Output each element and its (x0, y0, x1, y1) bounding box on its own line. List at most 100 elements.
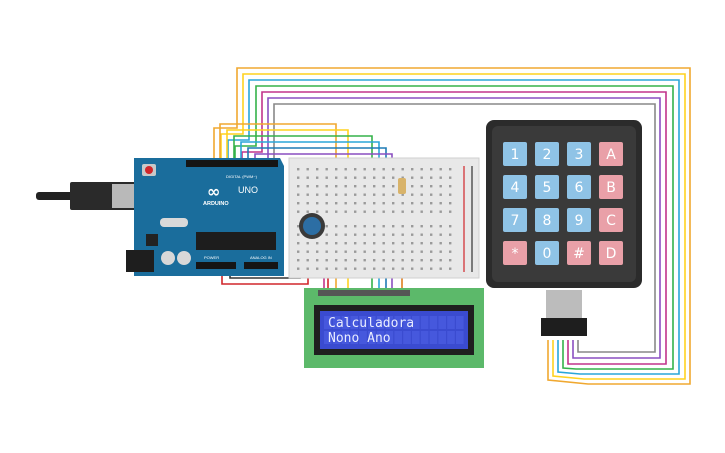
capacitor-1 (161, 251, 175, 265)
lcd-cell (324, 316, 332, 329)
keypad-key-face (535, 241, 559, 265)
breadboard-hole (325, 225, 328, 228)
keypad-key-label: D (606, 246, 617, 262)
breadboard-hole (306, 168, 309, 171)
lcd-cell (350, 331, 358, 344)
lcd-cell (341, 316, 350, 329)
breadboard-hole (297, 202, 300, 205)
keypad-key-9[interactable]: 9 (567, 208, 591, 232)
keypad-key-face (599, 175, 623, 199)
lcd-cell (394, 331, 402, 344)
wire-keypad-6[interactable] (267, 97, 661, 359)
keypad-key-4[interactable]: 4 (503, 175, 527, 199)
keypad-key-C[interactable]: C (599, 208, 623, 232)
keypad-key-label: # (573, 246, 585, 262)
breadboard-hole (420, 259, 423, 262)
breadboard-hole (382, 193, 385, 196)
breadboard-hole (392, 267, 395, 270)
keypad-key-label: 9 (575, 213, 584, 229)
breadboard-hole (325, 259, 328, 262)
keypad-key-2[interactable]: 2 (535, 142, 559, 166)
keypad-key-#[interactable]: # (567, 241, 591, 265)
breadboard-hole (392, 210, 395, 213)
breadboard-hole (363, 259, 366, 262)
keypad-key-face (503, 175, 527, 199)
breadboard-hole (401, 202, 404, 205)
breadboard-hole (420, 250, 423, 253)
breadboard-hole (354, 176, 357, 179)
breadboard-hole (335, 210, 338, 213)
wire-keypad-5[interactable] (241, 91, 667, 365)
breadboard-hole (420, 225, 423, 228)
breadboard-hole (373, 250, 376, 253)
breadboard-hole (382, 267, 385, 270)
wire-keypad-7[interactable] (273, 103, 656, 353)
breadboard-hole (382, 233, 385, 236)
breadboard-hole (420, 267, 423, 270)
keypad-key-D[interactable]: D (599, 241, 623, 265)
breadboard-hole (325, 193, 328, 196)
keypad-key-3[interactable]: 3 (567, 142, 591, 166)
breadboard-hole (373, 193, 376, 196)
lcd-16x2[interactable]: Calculadora Nono Ano (304, 288, 484, 368)
keypad-key-8[interactable]: 8 (535, 208, 559, 232)
breadboard-hole (392, 202, 395, 205)
breadboard-hole (411, 233, 414, 236)
wire-keypad-1[interactable] (213, 67, 691, 385)
keypad-key-face (503, 241, 527, 265)
breadboard-hole (401, 168, 404, 171)
wire-keypad-4[interactable] (234, 85, 674, 370)
breadboard-hole (297, 250, 300, 253)
breadboard-hole (449, 233, 452, 236)
potentiometer-knob[interactable] (303, 217, 321, 235)
keypad-key-0[interactable]: 0 (535, 241, 559, 265)
lcd-cell (412, 316, 420, 329)
breadboard-hole (325, 185, 328, 188)
lcd-cell (385, 331, 394, 344)
lcd-cell (350, 316, 358, 329)
breadboard-hole (449, 267, 452, 270)
keypad-key-7[interactable]: 7 (503, 208, 527, 232)
breadboard-hole (392, 242, 395, 245)
keypad-key-5[interactable]: 5 (535, 175, 559, 199)
breadboard-hole (373, 210, 376, 213)
breadboard-hole (382, 210, 385, 213)
breadboard-hole (297, 225, 300, 228)
lcd-cell (429, 316, 438, 329)
breadboard-hole (411, 225, 414, 228)
breadboard-hole (401, 250, 404, 253)
keypad-key-6[interactable]: 6 (567, 175, 591, 199)
breadboard-hole (401, 267, 404, 270)
breadboard-hole (325, 242, 328, 245)
small-chip (146, 234, 158, 246)
reset-button-cap (145, 166, 153, 174)
keypad-key-1[interactable]: 1 (503, 142, 527, 166)
breadboard-hole (373, 267, 376, 270)
breadboard-hole (430, 250, 433, 253)
keypad-key-B[interactable]: B (599, 175, 623, 199)
lcd-cell (385, 316, 394, 329)
breadboard-hole (354, 185, 357, 188)
breadboard-hole (306, 267, 309, 270)
arduino-model: UNO (238, 185, 258, 195)
keypad-key-A[interactable]: A (599, 142, 623, 166)
wire-keypad-3[interactable] (227, 79, 680, 375)
breadboard-hole (392, 259, 395, 262)
breadboard-hole (354, 267, 357, 270)
wire-keypad-2[interactable] (220, 73, 686, 380)
breadboard-hole (335, 176, 338, 179)
breadboard-hole (354, 168, 357, 171)
breadboard[interactable] (288, 157, 480, 279)
resistor[interactable] (398, 178, 406, 194)
breadboard-hole (420, 176, 423, 179)
breadboard-hole (325, 250, 328, 253)
arduino-uno-board[interactable]: ∞ ARDUINO UNO DIGITAL (PWM~) POWER ANALO… (36, 158, 284, 276)
breadboard-hole (382, 225, 385, 228)
breadboard-hole (411, 185, 414, 188)
breadboard-hole (306, 202, 309, 205)
lcd-line-1: Calculadora (328, 316, 414, 331)
lcd-cell-grid (324, 316, 464, 344)
keypad-key-*[interactable]: * (503, 241, 527, 265)
microcontroller-chip (196, 232, 276, 250)
